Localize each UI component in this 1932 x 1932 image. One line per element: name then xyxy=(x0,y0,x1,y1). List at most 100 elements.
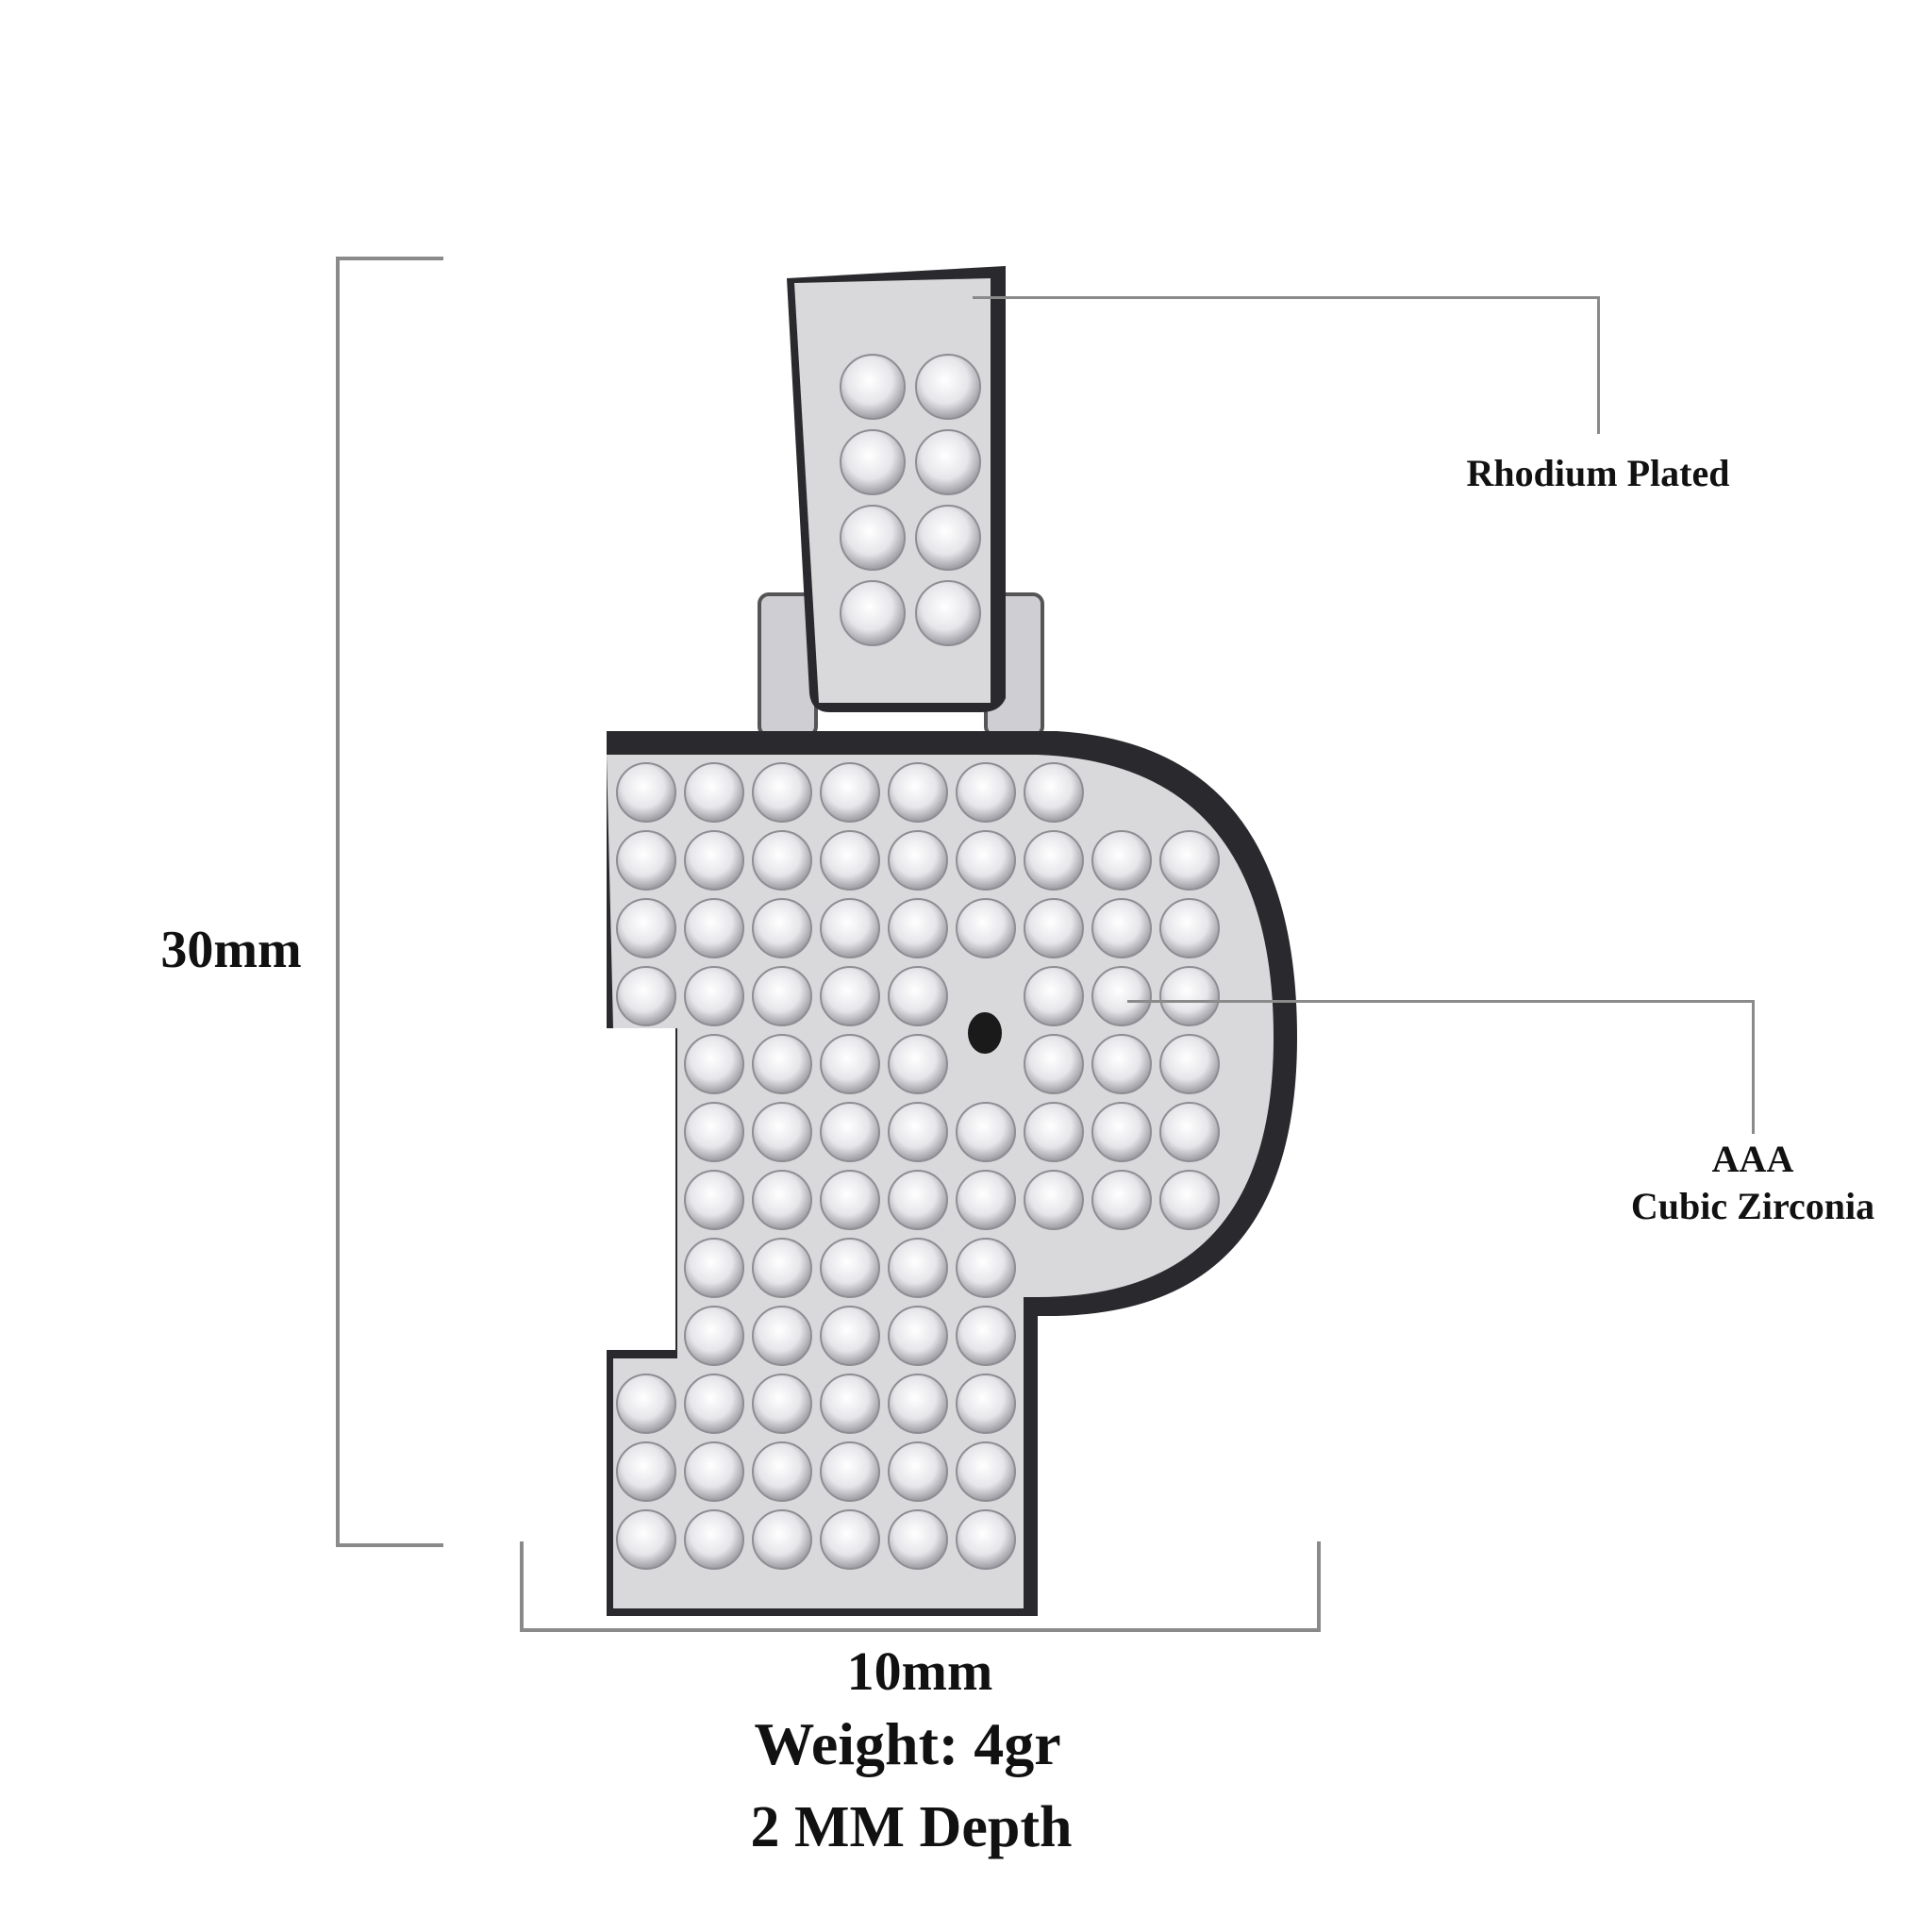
gem-stones xyxy=(616,354,1220,1570)
gem-stone xyxy=(888,1238,948,1298)
gem-stone xyxy=(820,830,880,891)
weight-label: Weight: 4gr xyxy=(754,1710,1061,1777)
gem-stone xyxy=(752,1374,812,1434)
width-dimension-left-tick xyxy=(520,1541,524,1632)
gem-stone xyxy=(888,830,948,891)
gem-stone xyxy=(840,354,906,420)
gem-stone xyxy=(888,1441,948,1502)
plating-leader-horizontal xyxy=(973,296,1600,299)
gem-stone xyxy=(820,1306,880,1366)
gem-stone xyxy=(1024,1034,1084,1094)
gem-stone xyxy=(1024,1102,1084,1162)
gem-stone xyxy=(616,966,676,1026)
plating-label: Rhodium Plated xyxy=(1466,452,1730,494)
gem-stone xyxy=(752,1102,812,1162)
gem-stone xyxy=(888,966,948,1026)
stone-leader-horizontal xyxy=(1127,1000,1755,1003)
gem-stone xyxy=(820,1374,880,1434)
gem-stone xyxy=(888,1102,948,1162)
gem-stone xyxy=(888,1509,948,1570)
gem-stone xyxy=(820,1509,880,1570)
gem-stone xyxy=(915,429,981,495)
gem-stone xyxy=(888,1170,948,1230)
gem-stone xyxy=(1091,1102,1152,1162)
gem-stone xyxy=(1159,1034,1220,1094)
gem-stone xyxy=(752,762,812,823)
height-label: 30mm xyxy=(160,921,302,979)
stone-leader-vertical xyxy=(1752,1000,1755,1134)
gem-stone xyxy=(956,1509,1016,1570)
stone-type-label: Cubic Zirconia xyxy=(1630,1185,1875,1227)
gem-stone xyxy=(820,966,880,1026)
gem-stone xyxy=(1091,830,1152,891)
gem-stone xyxy=(616,1509,676,1570)
gem-stone xyxy=(840,505,906,571)
gem-stone xyxy=(888,1306,948,1366)
gem-stone xyxy=(1024,1170,1084,1230)
height-dimension-bottom-tick xyxy=(336,1543,443,1547)
gem-stone xyxy=(752,1238,812,1298)
gem-stone xyxy=(840,580,906,646)
gem-stone xyxy=(684,1374,744,1434)
gem-stone xyxy=(616,1374,676,1434)
gem-stone xyxy=(684,1238,744,1298)
gem-stone xyxy=(820,1441,880,1502)
gem-stone xyxy=(1159,1102,1220,1162)
gem-stone xyxy=(1024,762,1084,823)
gem-stone xyxy=(915,505,981,571)
gem-stone xyxy=(684,1034,744,1094)
gem-stone xyxy=(888,762,948,823)
gem-stone xyxy=(752,1306,812,1366)
gem-stone xyxy=(1024,966,1084,1026)
letter-hole xyxy=(968,1012,1002,1054)
gem-stone xyxy=(752,898,812,958)
stone-grade-label: AAA xyxy=(1711,1138,1794,1180)
gem-stone xyxy=(956,1238,1016,1298)
gem-stone xyxy=(752,830,812,891)
gem-stone xyxy=(956,830,1016,891)
plating-leader-vertical xyxy=(1597,296,1600,434)
gem-stone xyxy=(1024,830,1084,891)
gem-stone xyxy=(1024,898,1084,958)
gem-stone xyxy=(1159,966,1220,1026)
gem-stone xyxy=(752,1509,812,1570)
gem-stone xyxy=(956,1306,1016,1366)
width-dimension-line xyxy=(520,1628,1321,1632)
gem-stone xyxy=(956,1441,1016,1502)
gem-stone xyxy=(684,1170,744,1230)
gem-stone xyxy=(956,1102,1016,1162)
gem-stone xyxy=(888,898,948,958)
gem-stone xyxy=(752,1170,812,1230)
gem-stone xyxy=(1091,1170,1152,1230)
gem-stone xyxy=(684,830,744,891)
height-dimension-line xyxy=(336,257,340,1547)
gem-stone xyxy=(616,898,676,958)
gem-stone xyxy=(840,429,906,495)
gem-stone xyxy=(1159,1170,1220,1230)
gem-stone xyxy=(820,1102,880,1162)
gem-stone xyxy=(684,966,744,1026)
gem-stone xyxy=(616,762,676,823)
gem-stone xyxy=(956,898,1016,958)
gem-stone xyxy=(820,1034,880,1094)
gem-stone xyxy=(820,1170,880,1230)
gem-stone xyxy=(616,1441,676,1502)
width-dimension-right-tick xyxy=(1317,1541,1321,1632)
gem-stone xyxy=(684,762,744,823)
gem-stone xyxy=(684,1306,744,1366)
gem-stone xyxy=(616,830,676,891)
gem-stone xyxy=(684,1509,744,1570)
gem-stone xyxy=(1159,830,1220,891)
gem-stone xyxy=(956,762,1016,823)
gem-stone xyxy=(684,1102,744,1162)
width-label: 10mm xyxy=(846,1641,993,1702)
gem-stone xyxy=(888,1374,948,1434)
gem-stone xyxy=(915,354,981,420)
gem-stone xyxy=(820,898,880,958)
gem-stone xyxy=(752,966,812,1026)
gem-stone xyxy=(956,1374,1016,1434)
gem-stone xyxy=(684,1441,744,1502)
gem-stone xyxy=(820,762,880,823)
gem-stone xyxy=(888,1034,948,1094)
